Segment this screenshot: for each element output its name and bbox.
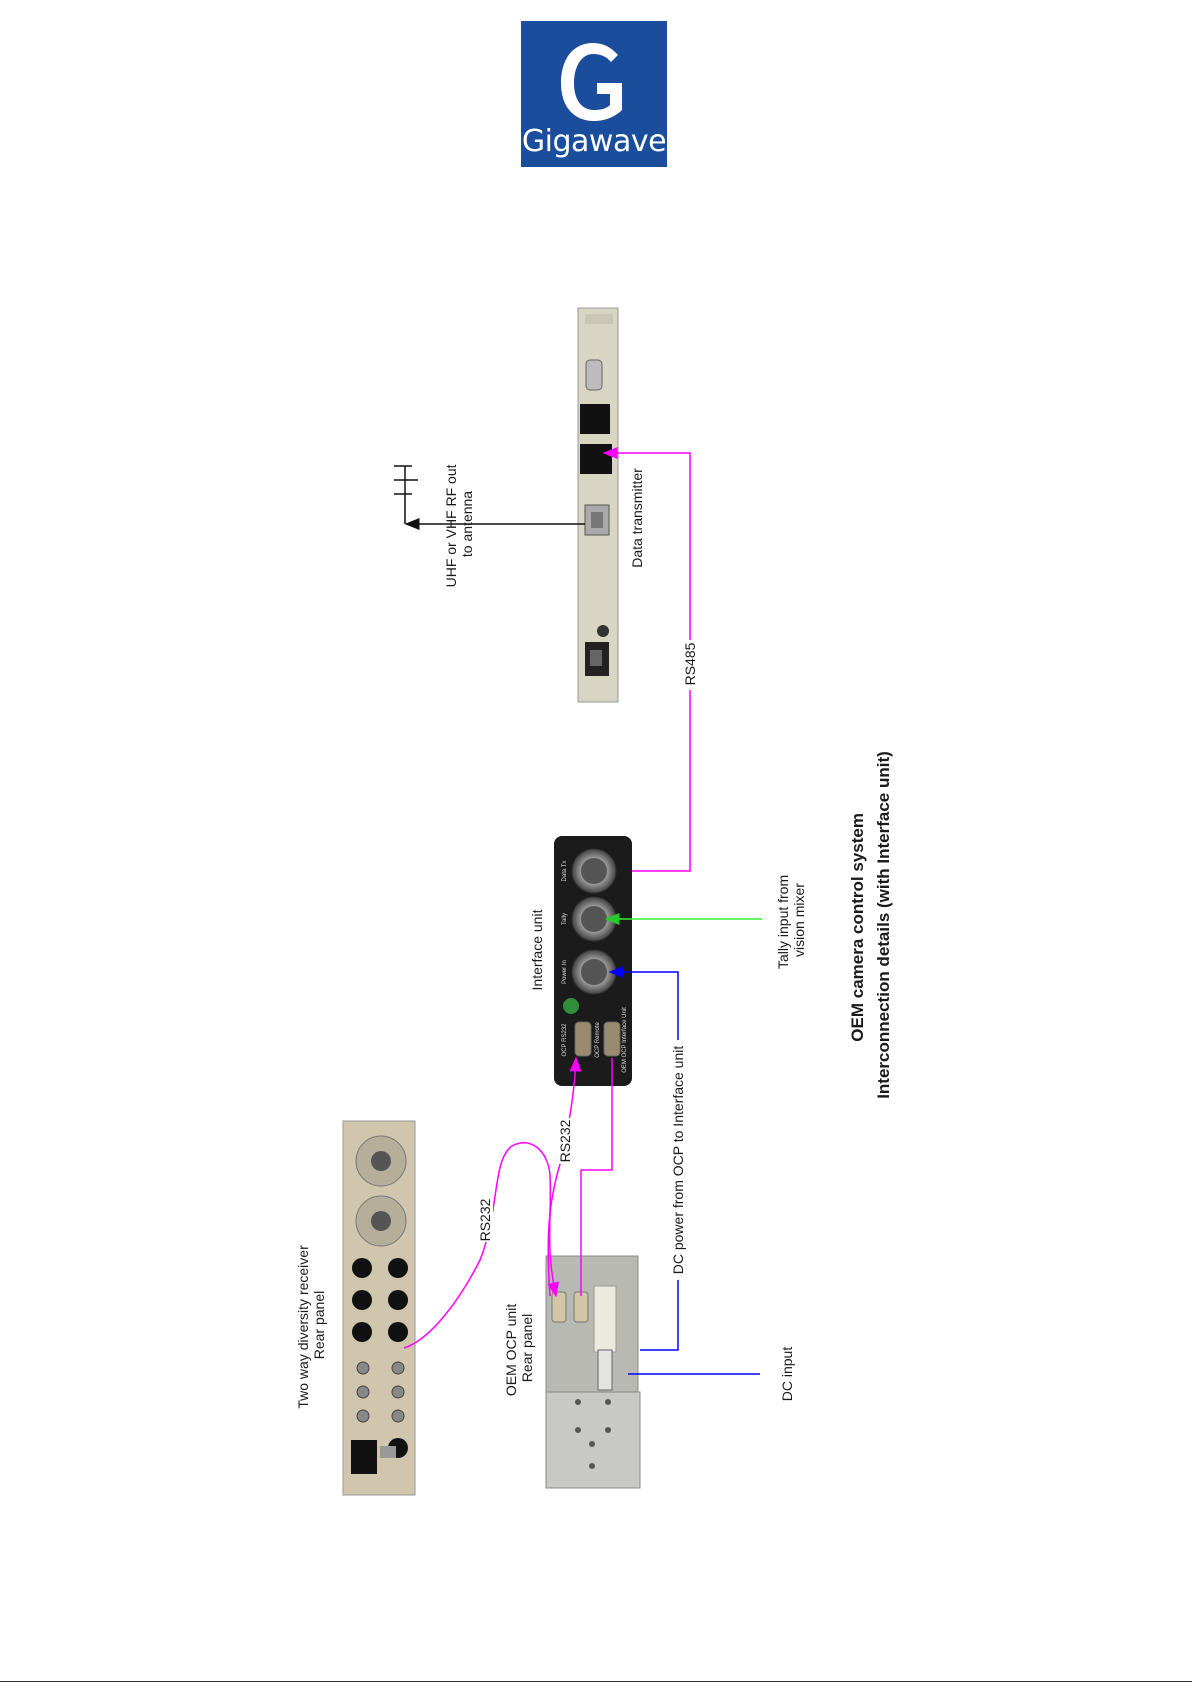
receiver-label-line1: Two way diversity receiver [295, 1245, 311, 1409]
dsub-connector-icon [585, 359, 603, 391]
svg-text:Two way diversity receiver: Two way diversity receiver Rear panel [295, 1241, 327, 1408]
ocp-serial-label-icon [593, 1285, 617, 1353]
data-transmitter-unit [577, 307, 619, 703]
port-label-ocp-rs232: OCP RS232 [562, 1023, 568, 1057]
tally-label-line1: Tally input from [775, 875, 791, 969]
port-label-tally: Tally [562, 913, 568, 925]
antenna-icon [394, 465, 418, 524]
port-label-ocp-remote: OCP Remote [595, 1022, 601, 1058]
rf-out-label-line2: to antenna [459, 491, 475, 557]
led-indicator-icon [563, 998, 579, 1014]
interface-unit [554, 836, 632, 1086]
rf-out-label-line1: UHF or VHF RF out [443, 464, 459, 587]
ocp-remote-cable [580, 1058, 613, 1296]
ocp-label-line2: Rear panel [519, 1314, 535, 1383]
antenna-input-a-icon [371, 1151, 391, 1171]
port-label-data-tx: Data Tx [562, 861, 568, 882]
ocp-remote-port-icon [573, 1291, 589, 1323]
g-logo-mark [561, 43, 622, 121]
diversity-receiver-unit [342, 1120, 416, 1496]
svg-text:UHF or VHF RF out to anten: UHF or VHF RF out to antenna [443, 461, 475, 588]
gigawave-logo: Gigawave [521, 21, 667, 167]
port-label-power-in: Power In [562, 960, 568, 984]
ocp-remote-dsub-icon [603, 1021, 621, 1057]
port-label-oem-ocp-interface: OEM OCP Interface Unit [622, 1007, 628, 1073]
rs232-label-interface: RS232 [557, 1119, 573, 1162]
ocp-chassis-plate [545, 1391, 641, 1489]
dc-power-label: DC power from OCP to Interface unit [670, 1046, 686, 1275]
rs232-label-receiver: RS232 [477, 1198, 493, 1241]
data-transmitter-label: Data transmitter [629, 468, 645, 568]
logo-wordmark: Gigawave [521, 124, 667, 159]
svg-text:Tally input from vision mi: Tally input from vision mixer [775, 871, 807, 969]
ocp-rs232-dsub-icon [574, 1021, 592, 1057]
diagram-title-line1: OEM camera control system [848, 813, 867, 1042]
receiver-power-inlet-icon [351, 1440, 377, 1474]
page-bottom-rule [0, 1681, 1192, 1682]
interface-unit-label: Interface unit [529, 909, 545, 990]
receiver-label-line2: Rear panel [311, 1291, 327, 1360]
svg-text:OEM camera control system: OEM camera control system Interconnectio… [848, 751, 893, 1099]
ocp-unit [545, 1255, 641, 1489]
ocp-label-line1: OEM OCP unit [503, 1304, 519, 1396]
dc-input-label: DC input [779, 1347, 795, 1402]
diagram-title-line2: Interconnection details (with Interface … [874, 751, 893, 1099]
antenna-input-b-icon [371, 1211, 391, 1231]
switch-icon [597, 625, 609, 637]
tally-label-line2: vision mixer [791, 883, 807, 957]
svg-text:OEM OCP unit Rear panel: OEM OCP unit Rear panel [503, 1300, 535, 1396]
ocp-rs232-port-icon [551, 1291, 567, 1323]
data-in-connector-icon [580, 444, 612, 474]
rs485-label: RS485 [682, 642, 698, 685]
aux-connector-icon [580, 404, 610, 434]
